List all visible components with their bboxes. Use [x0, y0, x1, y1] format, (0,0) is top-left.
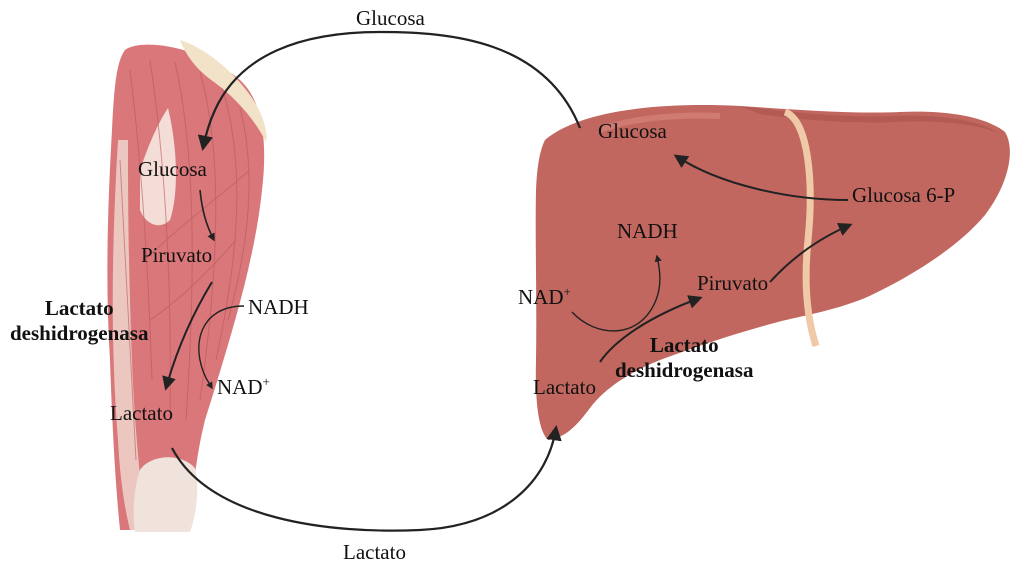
muscle-glucose-label: Glucosa — [138, 159, 207, 180]
cycle-lactate-label: Lactato — [343, 542, 406, 563]
muscle-lactate-label: Lactato — [110, 403, 173, 424]
muscle-pyruvate-label: Piruvato — [141, 245, 212, 266]
muscle-enzyme-line1: Lactato — [10, 296, 148, 321]
muscle-nadh-label: NADH — [248, 297, 309, 318]
cycle-arrow-lactate — [172, 428, 556, 531]
knee-tendon — [134, 457, 198, 532]
muscle-enzyme-label: Lactato deshidrogenasa — [10, 296, 148, 346]
liver-enzyme-line1: Lactato — [615, 333, 753, 358]
liver-pyruvate-label: Piruvato — [697, 273, 768, 294]
liver-body — [536, 105, 1010, 440]
liver-nadh-label: NADH — [617, 221, 678, 242]
liver-enzyme-label: Lactato deshidrogenasa — [615, 333, 753, 383]
liver — [536, 105, 1010, 440]
muscle-enzyme-line2: deshidrogenasa — [10, 321, 148, 346]
liver-glucose-label: Glucosa — [598, 121, 667, 142]
muscle-nad-label: NAD+ — [217, 377, 270, 398]
liver-nad-label: NAD+ — [518, 287, 571, 308]
liver-glucose6p-label: Glucosa 6-P — [852, 185, 955, 206]
liver-enzyme-line2: deshidrogenasa — [615, 358, 753, 383]
liver-lactate-label: Lactato — [533, 377, 596, 398]
thigh-muscle — [107, 40, 266, 532]
cycle-glucose-label: Glucosa — [356, 8, 425, 29]
